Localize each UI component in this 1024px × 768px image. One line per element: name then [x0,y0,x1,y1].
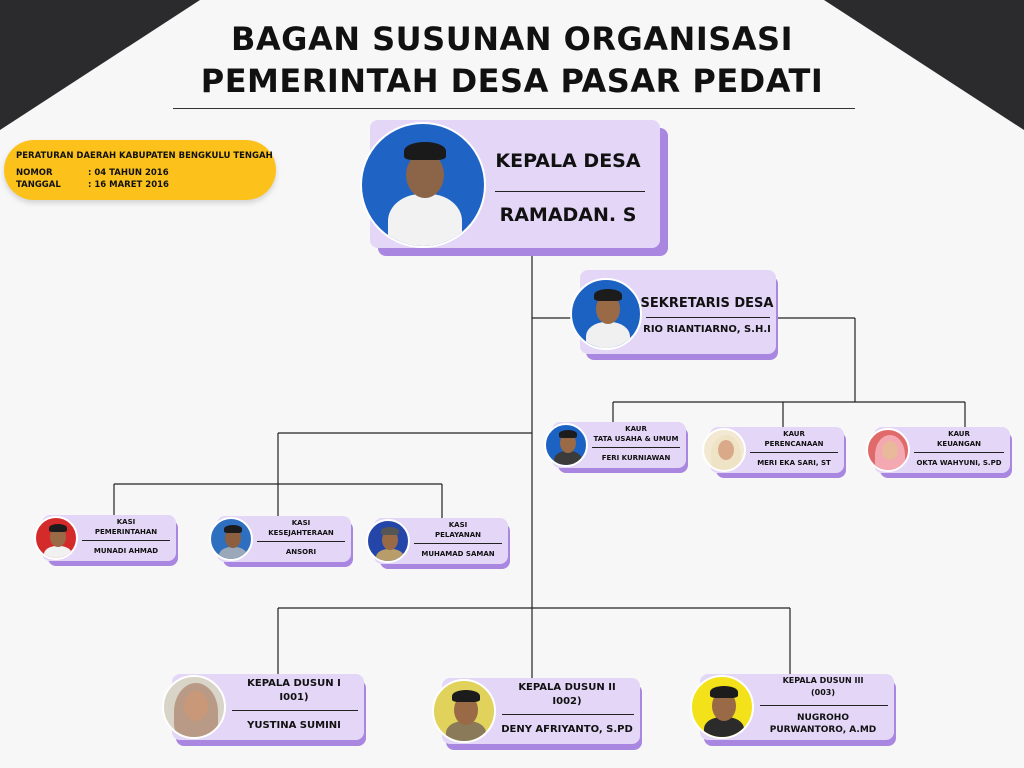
kepala-dusun-2-photo [432,679,496,743]
kepala-dusun-1-photo [162,675,226,739]
kaur-perencanaan-photo [702,428,746,472]
sekretaris-name: RIO RIANTIARNO, S.H.I [643,324,771,335]
kaur-keuangan-position: KAUR KEUANGAN [937,430,981,448]
title-line-2: PEMERINTAH DESA PASAR PEDATI [200,62,824,100]
kaur-tata-usaha-photo [544,423,588,467]
kaur-perencanaan-position: KAUR PERENCANAAN [764,430,824,448]
regulation-heading: PERATURAN DAERAH KABUPATEN BENGKULU TENG… [16,151,273,161]
sekretaris-position: SEKRETARIS DESA [640,296,774,311]
kaur-keuangan-name: OKTA WAHYUNI, S.PD [916,459,1002,467]
corner-decoration-left [0,0,200,130]
kaur-tata-usaha-name: FERI KURNIAWAN [601,454,671,462]
regulation-nomor-label: NOMOR [16,168,53,178]
kaur-tata-usaha-position: KAUR TATA USAHA & UMUM [593,425,679,443]
regulation-tanggal-value: : 16 MARET 2016 [88,180,169,190]
kasi-kesejahteraan-name: ANSORI [285,548,317,556]
kepala-dusun-3-position: KEPALA DUSUN III (003) [782,676,864,697]
kepala-dusun-2-name: DENY AFRIYANTO, S.PD [501,724,633,735]
title-divider [173,108,855,109]
sekretaris-photo [570,278,642,350]
kepala-desa-name: RAMADAN. S [499,204,637,226]
kaur-perencanaan-name: MERI EKA SARI, ST [757,459,831,467]
kepala-dusun-2-position: KEPALA DUSUN II I002) [518,682,616,707]
kepala-dusun-1-name: YUSTINA SUMINI [247,720,341,731]
kepala-dusun-3-photo [690,675,754,739]
kasi-pelayanan-position: KASI PELAYANAN [434,521,482,539]
regulation-nomor-value: : 04 TAHUN 2016 [88,168,169,178]
kasi-kesejahteraan-position: KASI KESEJAHTERAAN [268,519,334,537]
kasi-pemerintahan-name: MUNADI AHMAD [93,547,159,555]
kepala-desa-photo [360,122,486,248]
kasi-pelayanan-photo [366,519,410,563]
kaur-keuangan-photo [866,428,910,472]
kepala-dusun-3-name: NUGROHO PURWANTORO, A.MD [769,713,877,735]
kepala-desa-position: KEPALA DESA [495,150,641,172]
title-line-1: BAGAN SUSUNAN ORGANISASI [231,20,793,58]
kasi-pemerintahan-position: KASI PEMERINTAHAN [94,518,158,536]
corner-decoration-right [824,0,1024,130]
regulation-tanggal-label: TANGGAL [16,180,61,190]
kepala-dusun-1-position: KEPALA DUSUN I I001) [247,678,341,703]
kasi-kesejahteraan-photo [209,517,253,561]
chart-title: BAGAN SUSUNAN ORGANISASI PEMERINTAH DESA… [0,18,1024,102]
kasi-pemerintahan-photo [34,516,78,560]
kasi-pelayanan-name: MUHAMAD SAMAN [421,550,495,558]
regulation-badge: PERATURAN DAERAH KABUPATEN BENGKULU TENG… [4,140,276,200]
